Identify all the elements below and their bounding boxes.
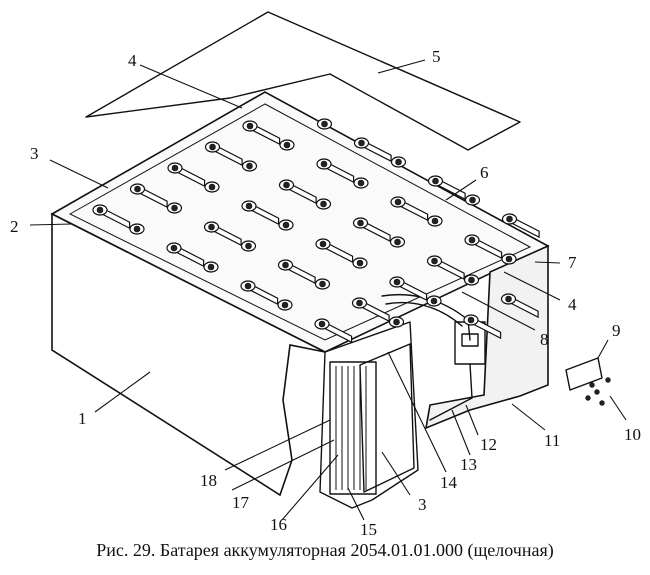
case-front-face — [51, 212, 326, 497]
cell-terminals — [92, 118, 540, 344]
terminal-nut — [432, 177, 439, 185]
spare-screws — [585, 377, 611, 406]
terminal-nut — [395, 158, 402, 166]
terminal-nut — [282, 221, 290, 229]
callout-9: 9 — [612, 321, 621, 340]
callout-6: 6 — [480, 163, 489, 182]
callout-8: 8 — [540, 330, 549, 349]
terminal-nut — [245, 202, 253, 210]
spare-plate — [565, 357, 603, 391]
cell-plate-stack — [329, 361, 377, 495]
terminal-nut — [133, 225, 141, 233]
terminal-nut — [208, 223, 215, 231]
callout-18: 18 — [200, 471, 217, 490]
terminal-nut — [246, 162, 253, 170]
terminal-nut — [505, 295, 512, 303]
callout-16: 16 — [270, 515, 287, 534]
terminal-nut — [357, 219, 364, 227]
terminal-nut — [318, 320, 326, 328]
terminal-nut — [245, 242, 252, 250]
terminal-nut — [244, 282, 252, 290]
terminal-nut — [320, 200, 327, 208]
connector-cable — [429, 363, 473, 421]
terminal-nut — [393, 278, 401, 286]
terminal-nut — [282, 261, 289, 269]
terminal-nut — [283, 141, 291, 149]
terminal-nut — [283, 181, 290, 189]
callout-2: 2 — [10, 217, 19, 236]
terminal-nut — [469, 196, 476, 204]
callout-10: 10 — [624, 425, 641, 444]
terminal-nut — [356, 299, 363, 307]
callout-15: 15 — [360, 520, 377, 539]
callout-17: 17 — [232, 493, 250, 512]
terminal-nut — [468, 276, 475, 284]
terminal-nut — [171, 164, 179, 172]
terminal-nut — [208, 183, 216, 191]
terminal-nut — [468, 236, 476, 244]
terminal-nut — [246, 122, 254, 130]
terminal-nut — [430, 297, 438, 305]
terminal-nut — [281, 301, 289, 309]
terminal-nut — [394, 198, 402, 206]
callout-4b: 4 — [568, 295, 577, 314]
callout-5: 5 — [432, 47, 441, 66]
callout-14: 14 — [440, 473, 458, 492]
leader-lines — [29, 59, 627, 521]
terminal-nut — [320, 160, 328, 168]
callout-7: 7 — [568, 253, 577, 272]
cutaway-section — [319, 321, 419, 509]
terminal-nut — [505, 255, 513, 263]
terminal-nut — [171, 204, 178, 212]
terminal-nut — [96, 206, 104, 214]
terminal-nut — [134, 185, 141, 193]
terminal-nut — [394, 238, 401, 246]
terminal-nut — [358, 139, 365, 147]
terminal-nut — [431, 217, 439, 225]
terminal-nut — [506, 215, 513, 223]
cell-case-front — [359, 343, 415, 493]
figure-caption: Рис. 29. Батарея аккумуляторная 2054.01.… — [96, 540, 554, 560]
callout-1: 1 — [78, 409, 87, 428]
terminal-nut — [393, 318, 400, 326]
terminal-nut — [357, 179, 365, 187]
battery-lid — [85, 11, 521, 151]
callout-13: 13 — [460, 455, 477, 474]
terminal-nut — [319, 280, 326, 288]
callout-labels: 1 2 3 3 4 4 5 6 7 8 9 10 11 12 13 14 15 … — [10, 47, 641, 539]
callout-12: 12 — [480, 435, 497, 454]
terminal-nut — [170, 244, 178, 252]
terminal-nut — [431, 257, 438, 265]
case-right-face — [424, 244, 549, 430]
callout-3a: 3 — [30, 144, 39, 163]
case-inner-rim — [68, 103, 532, 341]
callout-3b: 3 — [418, 495, 427, 514]
callout-11: 11 — [544, 431, 560, 450]
terminal-nut — [467, 316, 475, 324]
terminal-nut — [319, 240, 327, 248]
callout-4a: 4 — [128, 51, 137, 70]
terminal-nut — [207, 263, 215, 271]
terminal-nut — [321, 120, 328, 128]
terminal-nut — [356, 259, 364, 267]
terminal-nut — [209, 143, 216, 151]
